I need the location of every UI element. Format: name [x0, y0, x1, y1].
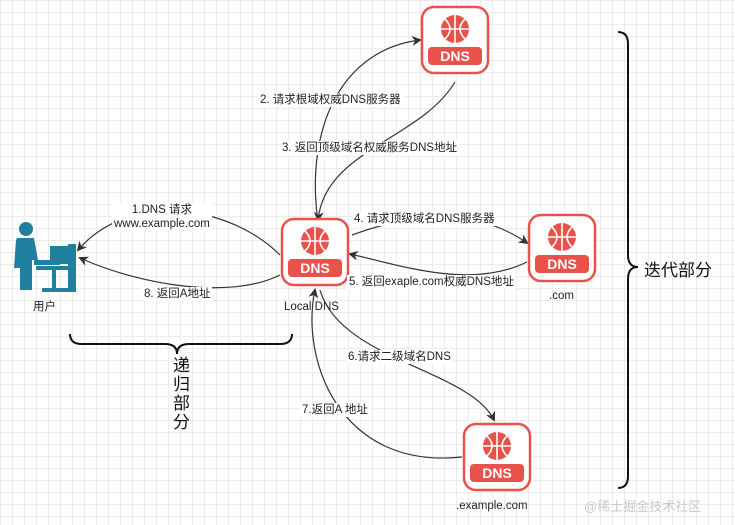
dns-server-icon: DNS: [280, 217, 350, 287]
iterative-label: 迭代部分: [644, 261, 712, 280]
local-dns-label: Local DNS: [284, 301, 339, 313]
example-dns-label: .example.com: [456, 500, 528, 512]
user-computer-icon: [14, 222, 76, 292]
user-node: 用户: [12, 220, 82, 313]
dns-server-icon: DNS: [462, 422, 532, 492]
edge-1-label-line-2: www.example.com: [114, 218, 210, 230]
edge-7-label: 7.返回A 地址: [300, 403, 370, 417]
user-label: 用户: [33, 301, 56, 313]
dns-server-icon: DNS: [420, 5, 490, 75]
com-dns-label: .com: [549, 290, 574, 302]
edge-7-arrow: [308, 288, 463, 459]
edge-6-label: 6.请求二级域名DNS: [346, 350, 453, 364]
watermark: @稀土掘金技术社区: [584, 499, 702, 514]
com-dns-server: DNS: [527, 213, 597, 288]
root-dns-server: DNS: [420, 5, 490, 80]
edge-1-label-line-1: 1.DNS 请求: [131, 204, 192, 216]
edge-4-label: 4. 请求顶级域名DNS服务器: [352, 212, 497, 226]
iterative-brace: [617, 31, 639, 489]
edge-8-label: 8. 返回A地址: [142, 287, 213, 301]
dns-server-icon: DNS: [527, 213, 597, 283]
edge-5-arrow: [348, 250, 528, 276]
edge-3-label: 3. 返回顶级域名权威服务DNS地址: [280, 141, 460, 155]
recursive-label: 递归部分: [170, 356, 189, 432]
local-dns-server: DNS: [280, 217, 350, 292]
edge-2-arrow: [314, 36, 422, 223]
example-dns-server: DNS: [462, 422, 532, 497]
dns-icon-text: DNS: [440, 48, 470, 64]
edge-1-label: 1.DNS 请求 www.example.com: [112, 203, 212, 231]
dns-icon-text: DNS: [547, 256, 577, 272]
edge-5-label: 5. 返回exaple.com权威DNS地址: [347, 275, 516, 289]
edge-8-arrow: [78, 256, 281, 289]
dns-icon-text: DNS: [300, 260, 330, 276]
recursive-brace: [69, 333, 293, 355]
dns-icon-text: DNS: [482, 465, 512, 481]
edge-2-label: 2. 请求根域权威DNS服务器: [258, 93, 403, 107]
